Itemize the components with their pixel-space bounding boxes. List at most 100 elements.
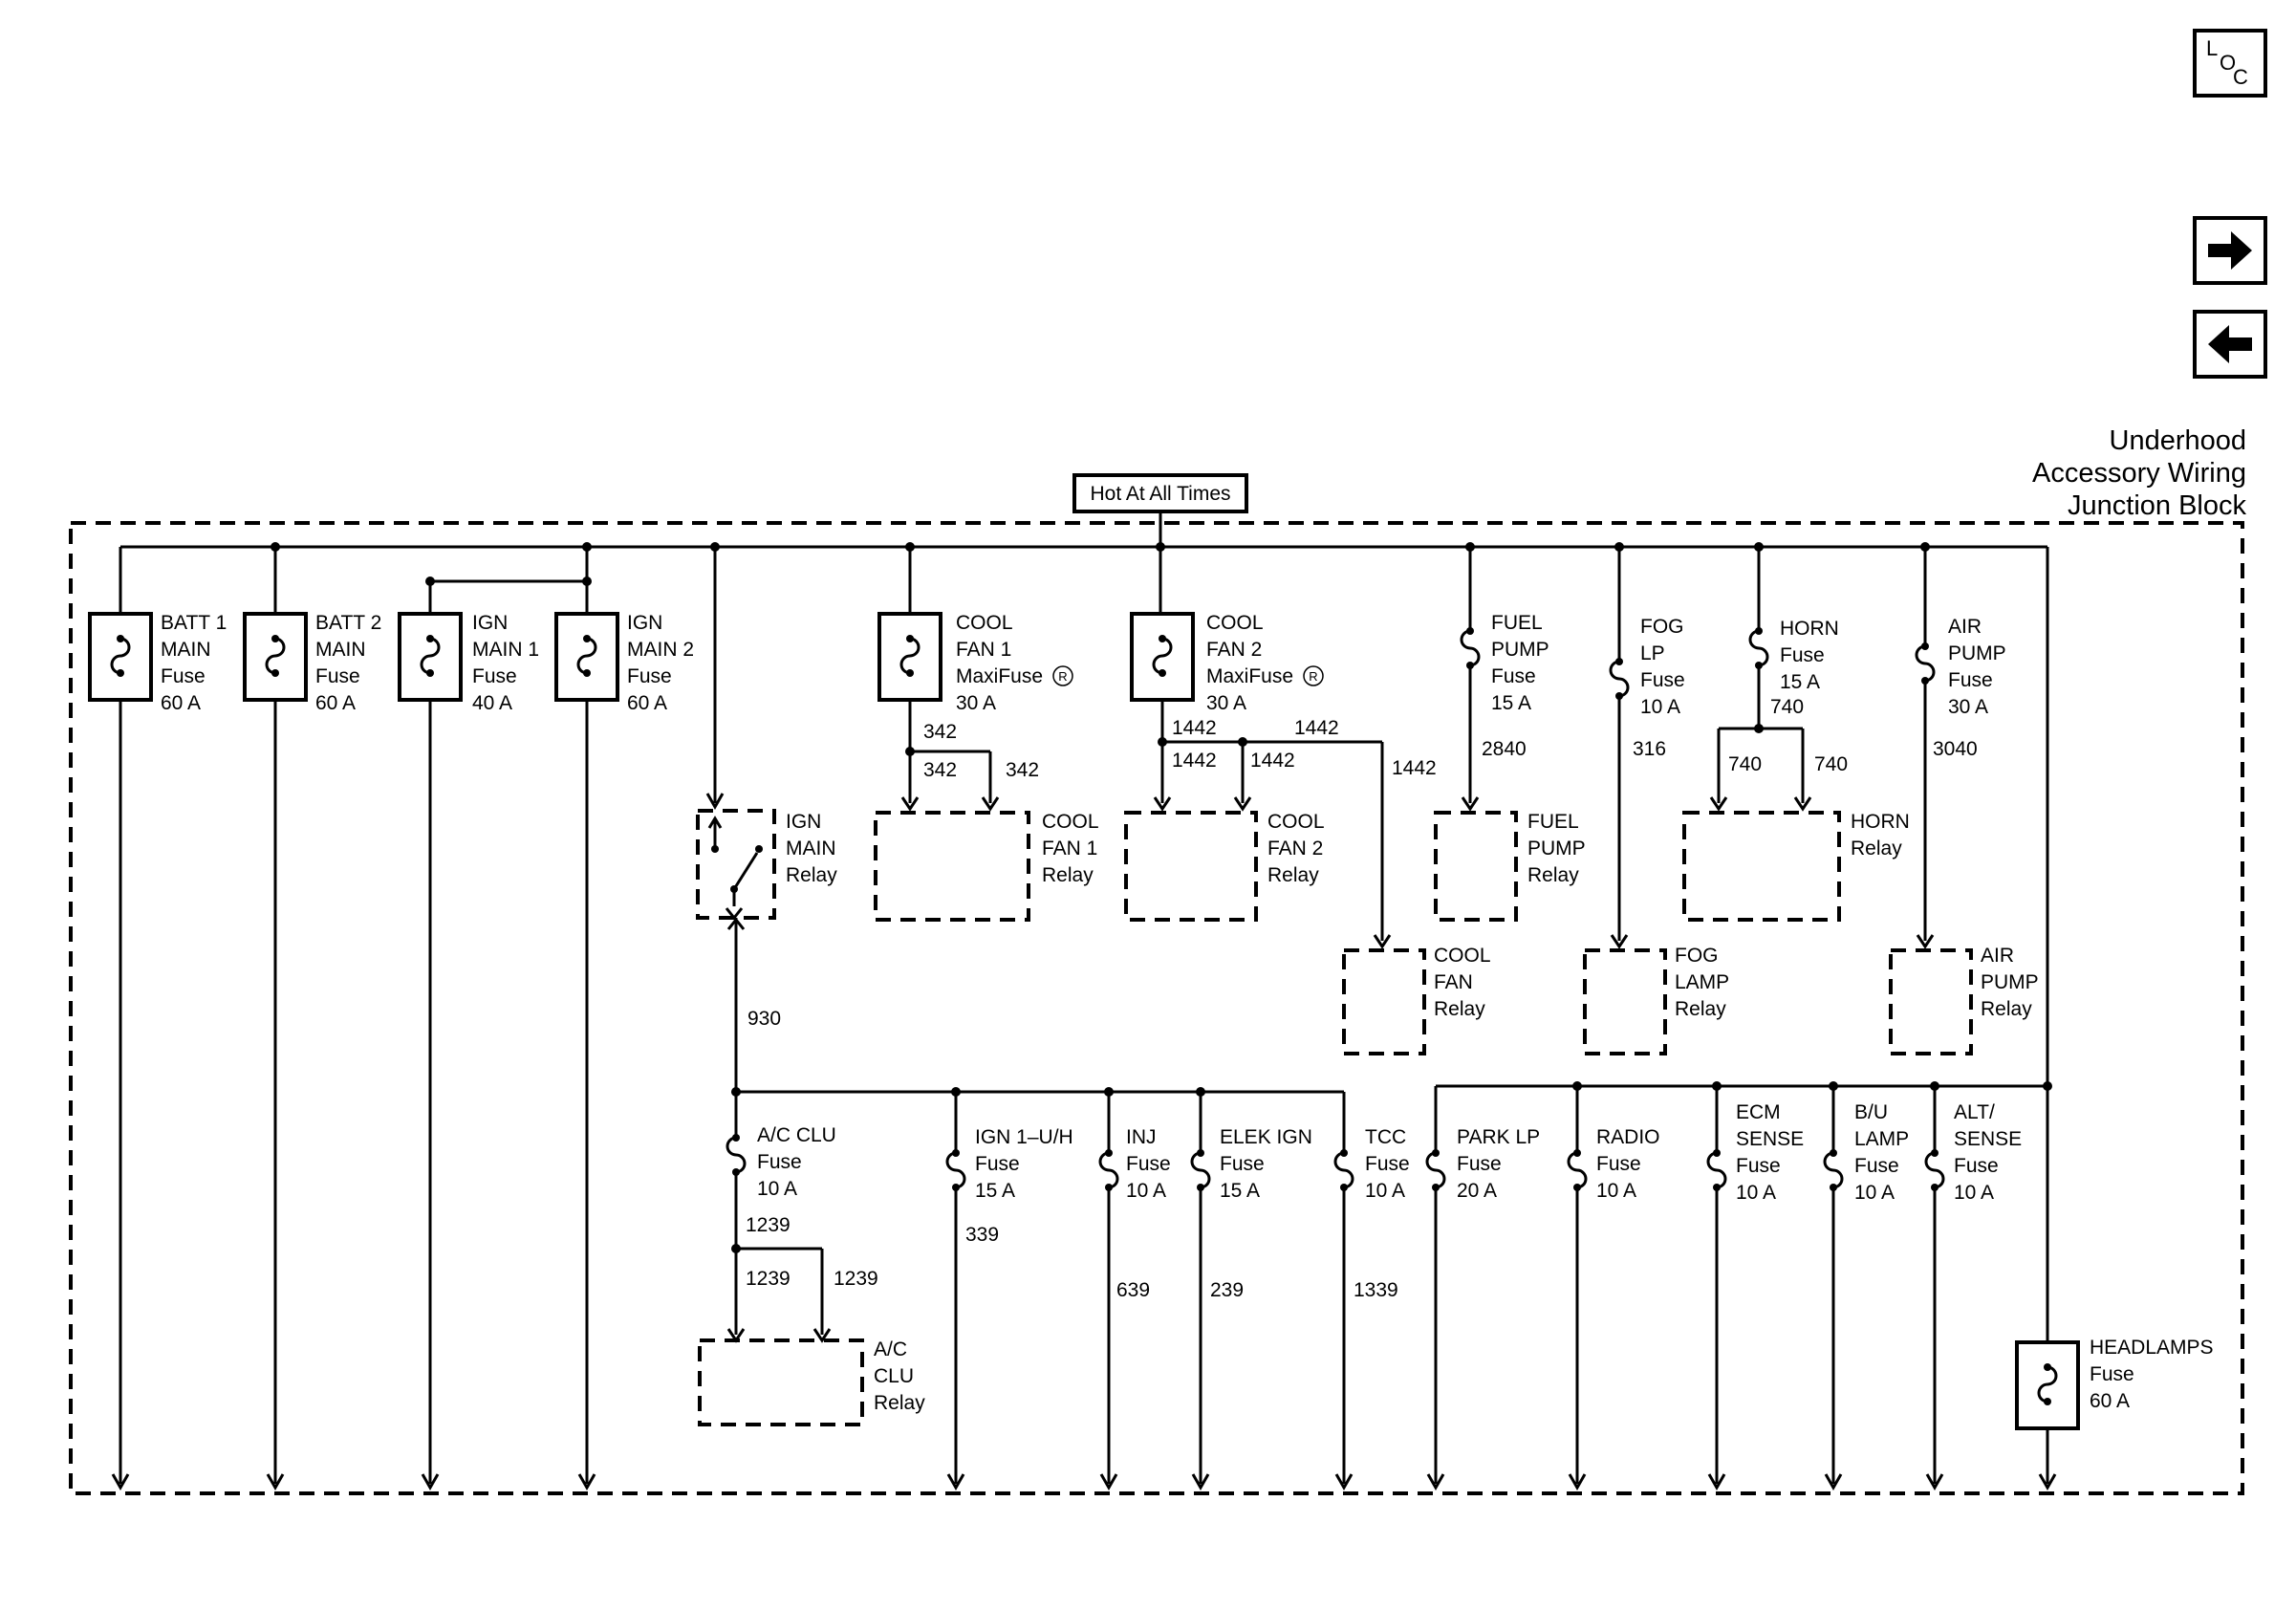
- circuit-1442-e: 1442: [1392, 757, 1437, 779]
- ign1-uh-fuse-l2: Fuse: [975, 1153, 1020, 1175]
- alt-sense-fuse-l4: 10 A: [1954, 1182, 1994, 1204]
- ecm-sense-fuse-l1: ECM: [1736, 1101, 1781, 1123]
- circuit-1239-c: 1239: [834, 1268, 878, 1290]
- circuit-342-b: 342: [923, 759, 957, 781]
- ign-main-relay-l3: Relay: [786, 864, 837, 886]
- cool-fan-relay-l2: FAN: [1434, 971, 1473, 993]
- inj-fuse-l3: 10 A: [1126, 1180, 1166, 1202]
- cool-fan2-label-l2: FAN 2: [1206, 639, 1262, 661]
- ign-main1-label-l3: Fuse: [472, 665, 517, 687]
- batt2-label-l2: MAIN: [315, 639, 366, 661]
- fog-lp-fuse-l1: FOG: [1640, 616, 1684, 638]
- ac-clu-fuse-l3: 10 A: [757, 1178, 797, 1200]
- circuit-740-c: 740: [1814, 753, 1848, 775]
- ac-clu-fuse-l2: Fuse: [757, 1151, 802, 1173]
- inj-fuse: INJ Fuse 10 A 639: [1098, 1092, 1171, 1491]
- cool-fan2-maxifuse: COOL FAN 2 MaxiFuse R 30 A 1442 1442 144…: [1130, 547, 1437, 949]
- ign-main2-label-l2: MAIN 2: [627, 639, 694, 661]
- loc-icon-o: O: [2220, 51, 2236, 75]
- headlamps-fuse-l3: 60 A: [2090, 1390, 2130, 1412]
- air-pump-fuse: AIR PUMP Fuse 30 A 3040: [1915, 547, 2006, 949]
- cool-fan-relay-l1: COOL: [1434, 945, 1491, 967]
- loc-icon-l: L: [2206, 36, 2218, 60]
- batt1-label-l1: BATT 1: [161, 612, 227, 634]
- ecm-sense-fuse-l3: Fuse: [1736, 1155, 1781, 1177]
- fuel-pump-relay-l1: FUEL: [1527, 811, 1579, 833]
- cool-fan1-relay-l2: FAN 1: [1042, 838, 1097, 859]
- registered-mark-icon-2: [1303, 665, 1324, 686]
- ac-clu-fuse-l1: A/C CLU: [757, 1124, 836, 1146]
- circuit-342-c: 342: [1006, 759, 1039, 781]
- bu-lamp-fuse-l2: LAMP: [1854, 1128, 1909, 1150]
- ign-main2-label-l1: IGN: [627, 612, 662, 634]
- fuel-pump-relay-l2: PUMP: [1527, 838, 1586, 859]
- cool-fan1-label-l3: MaxiFuse: [956, 665, 1043, 687]
- tcc-fuse-l1: TCC: [1365, 1126, 1406, 1148]
- circuit-1442-a: 1442: [1172, 717, 1217, 739]
- ac-clu-fuse: A/C CLU Fuse 10 A 1239 1239 1239: [726, 1092, 878, 1343]
- ign-main2-label-l3: Fuse: [627, 665, 672, 687]
- fuel-pump-fuse: FUEL PUMP Fuse 15 A 2840: [1460, 547, 1549, 812]
- diagram-title-line2: Accessory Wiring: [2032, 458, 2246, 489]
- elek-ign-fuse-l3: 15 A: [1220, 1180, 1260, 1202]
- horn-relay-l2: Relay: [1851, 838, 1902, 859]
- circuit-342-a: 342: [923, 721, 957, 743]
- ign-main1-label-l1: IGN: [472, 612, 508, 634]
- prev-button[interactable]: [2193, 310, 2267, 379]
- air-pump-relay-l2: PUMP: [1981, 971, 2039, 993]
- cool-fan2-label-l3: MaxiFuse: [1206, 665, 1293, 687]
- loc-button[interactable]: L O C: [2193, 29, 2267, 98]
- fuel-pump-relay-l3: Relay: [1527, 864, 1579, 886]
- circuit-1239-b: 1239: [746, 1268, 791, 1290]
- ign-main1-label-l4: 40 A: [472, 692, 512, 714]
- circuit-1442-d: 1442: [1250, 750, 1295, 772]
- cool-fan1-label-l2: FAN 1: [956, 639, 1011, 661]
- batt1-label-l3: Fuse: [161, 665, 206, 687]
- fuel-pump-relay: FUEL PUMP Relay: [1434, 811, 1586, 922]
- horn-fuse-l2: Fuse: [1780, 644, 1825, 666]
- air-pump-relay-l3: Relay: [1981, 998, 2032, 1020]
- horn-relay: HORN Relay: [1682, 811, 1910, 922]
- park-lp-fuse-l1: PARK LP: [1457, 1126, 1540, 1148]
- ac-clu-relay-l2: CLU: [874, 1365, 914, 1387]
- circuit-740-b: 740: [1728, 753, 1762, 775]
- next-button[interactable]: [2193, 216, 2267, 285]
- ecm-sense-fuse-l4: 10 A: [1736, 1182, 1776, 1204]
- air-pump-fuse-l2: PUMP: [1948, 642, 2006, 664]
- air-pump-fuse-l1: AIR: [1948, 616, 1982, 638]
- circuit-1239-a: 1239: [746, 1214, 791, 1236]
- radio-fuse-l3: 10 A: [1596, 1180, 1636, 1202]
- horn-fuse: HORN Fuse 15 A 740 740 740: [1709, 547, 1848, 812]
- ecm-sense-fuse-l2: SENSE: [1736, 1128, 1804, 1150]
- batt2-label-l1: BATT 2: [315, 612, 381, 634]
- fog-lamp-relay: FOG LAMP Relay: [1583, 945, 1729, 1055]
- ac-clu-relay-l3: Relay: [874, 1392, 925, 1414]
- registered-mark-2: R: [1309, 669, 1317, 684]
- ign1-uh-fuse-l3: 15 A: [975, 1180, 1015, 1202]
- radio-fuse-l1: RADIO: [1596, 1126, 1660, 1148]
- cool-fan1-label-l4: 30 A: [956, 692, 996, 714]
- cool-fan1-relay-l3: Relay: [1042, 864, 1094, 886]
- fog-lp-fuse-l4: 10 A: [1640, 696, 1680, 718]
- cool-fan2-relay-l3: Relay: [1267, 864, 1319, 886]
- ign-main-relay: IGN MAIN Relay 930: [696, 547, 837, 1092]
- circuit-639: 639: [1116, 1279, 1150, 1301]
- batt2-label-l3: Fuse: [315, 665, 360, 687]
- fuel-pump-fuse-l1: FUEL: [1491, 612, 1543, 634]
- diagram-title-line3: Junction Block: [2068, 490, 2246, 521]
- ign-main-relay-l1: IGN: [786, 811, 821, 833]
- junction-block-outline: [69, 521, 2244, 1495]
- inj-fuse-l2: Fuse: [1126, 1153, 1171, 1175]
- ac-clu-relay: A/C CLU Relay: [698, 1338, 925, 1426]
- horn-fuse-l1: HORN: [1780, 618, 1839, 640]
- batt2-main-fuse: BATT 2 MAIN Fuse 60 A: [243, 547, 381, 1491]
- air-pump-relay: AIR PUMP Relay: [1889, 945, 2039, 1055]
- ign1-uh-fuse: IGN 1–U/H Fuse 15 A 339: [945, 1092, 1073, 1491]
- cool-fan1-label-l1: COOL: [956, 612, 1013, 634]
- fog-lp-fuse-l2: LP: [1640, 642, 1665, 664]
- park-lp-fuse: PARK LP Fuse 20 A: [1425, 1086, 1540, 1491]
- circuit-1339: 1339: [1354, 1279, 1398, 1301]
- elek-ign-fuse-l1: ELEK IGN: [1220, 1126, 1312, 1148]
- circuit-740-a: 740: [1770, 696, 1804, 718]
